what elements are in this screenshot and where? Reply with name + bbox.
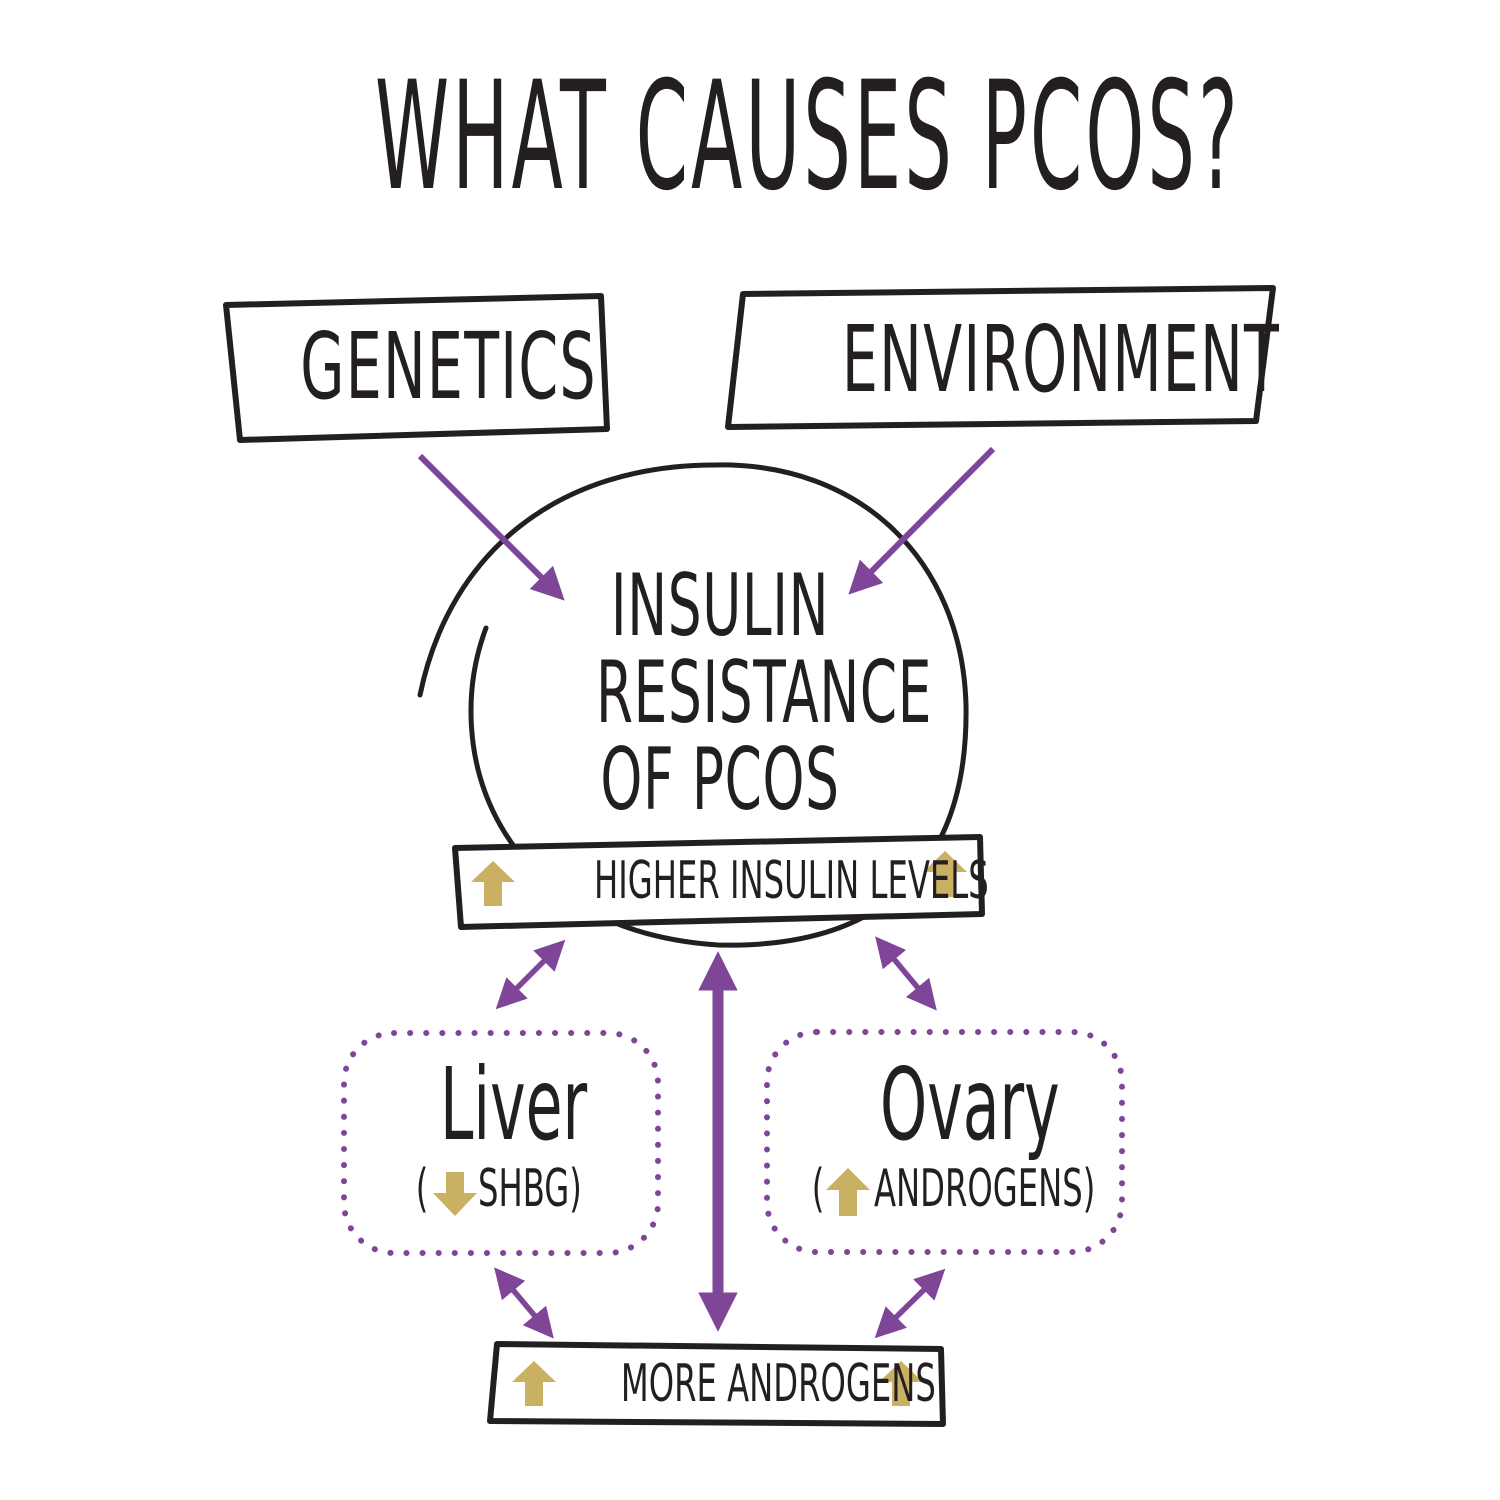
- insulin-band-box: [452, 834, 985, 930]
- genetics-arrow: [417, 453, 565, 601]
- ovary-androgens-arrow: [874, 1268, 946, 1339]
- up-arrow-icon: [471, 861, 515, 906]
- up-arrow-icon: [923, 851, 967, 897]
- insulin-ovary-arrow: [875, 936, 937, 1011]
- insulin-band-label: HIGHER INSULIN LEVELS: [594, 851, 989, 911]
- up-arrow-icon: [512, 1361, 556, 1406]
- ovary-effect-label: ANDROGENS): [874, 1159, 1096, 1219]
- liver-androgens-arrow: [494, 1267, 554, 1339]
- ovary-label: Ovary: [880, 1046, 1060, 1163]
- up-arrow-icon: [879, 1361, 923, 1406]
- ovary-open-paren: (: [811, 1159, 825, 1219]
- down-arrow-icon: [433, 1172, 477, 1216]
- liver-label: Liver: [440, 1046, 588, 1163]
- page-title: WHAT CAUSES PCOS?: [375, 50, 1241, 224]
- androgen-band-box: [487, 1341, 946, 1427]
- genetics-label: GENETICS: [300, 313, 597, 420]
- environment-arrow: [848, 446, 996, 595]
- environment-label: ENVIRONMENT: [841, 306, 1281, 413]
- insulin-resistance-line-2: RESISTANCE: [596, 643, 933, 743]
- androgen-band-label: MORE ANDROGENS: [620, 1354, 936, 1414]
- insulin-resistance-line-3: OF PCOS: [600, 730, 840, 830]
- up-arrow-icon: [826, 1168, 870, 1216]
- liver-box: [341, 1030, 661, 1256]
- ovary-box: [764, 1029, 1125, 1255]
- insulin-liver-arrow: [495, 939, 566, 1010]
- environment-box: [725, 285, 1276, 430]
- liver-open-paren: (: [415, 1159, 429, 1219]
- genetics-box: [223, 293, 610, 443]
- insulin-resistance-line-1: INSULIN: [610, 556, 830, 656]
- liver-effect-label: SHBG): [478, 1159, 582, 1219]
